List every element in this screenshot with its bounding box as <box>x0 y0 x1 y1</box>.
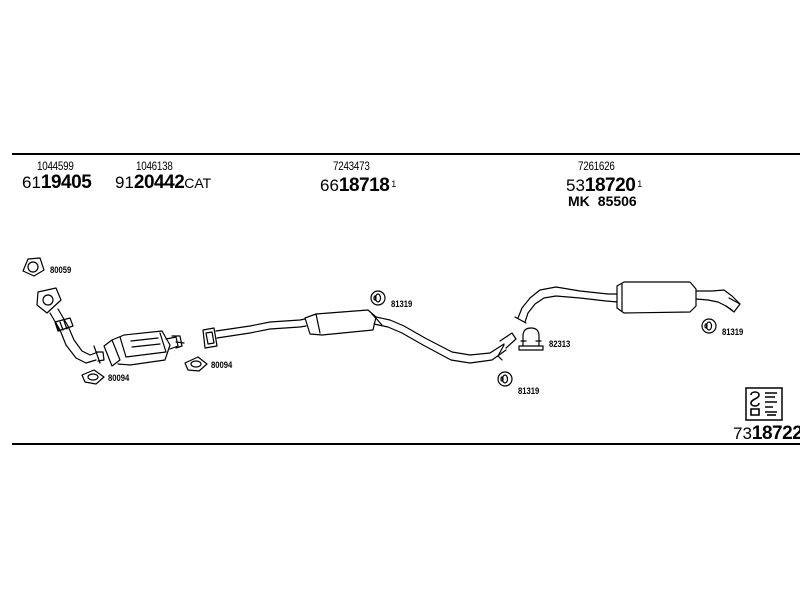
label-clamp-82313: 82313 <box>549 339 571 349</box>
gasket-80094-icon <box>81 369 105 385</box>
code-prefix: 53 <box>566 176 585 195</box>
exhaust-kit-diagram-icon <box>745 387 783 421</box>
label-hanger-81319-lower: 81319 <box>518 386 540 396</box>
code-main: 19405 <box>40 172 92 193</box>
code-superscript: 1 <box>637 179 643 189</box>
part-number-front-pipe: 1044599 <box>37 159 74 173</box>
mk-code: MK 85506 <box>568 193 637 209</box>
code-main: 18720 <box>584 175 636 196</box>
catalytic-converter-part <box>103 330 185 367</box>
top-divider <box>12 153 800 155</box>
code-kit: 7318722 <box>733 424 800 445</box>
rubber-hanger-81319-icon <box>701 318 717 334</box>
code-front-pipe: 6119405 <box>22 172 92 194</box>
part-number-rear-silencer: 7261626 <box>578 159 615 173</box>
label-hanger-81319-rear: 81319 <box>722 327 744 337</box>
part-number-catalyst: 1046138 <box>136 159 173 173</box>
gasket-80059-icon <box>22 257 45 277</box>
rear-silencer-part <box>514 281 741 324</box>
mk-number: 85506 <box>597 193 637 209</box>
label-gasket-80059: 80059 <box>50 265 72 275</box>
code-prefix: 73 <box>733 424 752 443</box>
code-prefix: 66 <box>320 176 339 195</box>
middle-silencer-part <box>202 309 517 364</box>
rubber-hanger-81319-icon <box>370 290 386 306</box>
gasket-80094-icon <box>184 356 208 372</box>
label-hanger-81319-middle: 81319 <box>391 299 413 309</box>
mk-prefix: MK <box>568 193 590 209</box>
code-prefix: 91 <box>115 173 134 192</box>
code-superscript: 1 <box>391 179 397 189</box>
code-main: 20442 <box>133 172 185 193</box>
code-main: 18722 <box>751 423 800 444</box>
front-pipe-part <box>36 287 105 364</box>
code-catalyst: 9120442CAT <box>115 173 211 194</box>
clamp-82313-icon <box>518 327 544 351</box>
code-main: 18718 <box>338 175 390 196</box>
code-prefix: 61 <box>22 173 41 192</box>
bottom-divider <box>12 443 800 445</box>
label-gasket-80094-left: 80094 <box>108 373 130 383</box>
part-number-middle-silencer: 7243473 <box>333 159 370 173</box>
code-suffix: CAT <box>184 175 212 191</box>
rubber-hanger-81319-icon <box>497 371 513 387</box>
label-gasket-80094-right: 80094 <box>211 360 233 370</box>
